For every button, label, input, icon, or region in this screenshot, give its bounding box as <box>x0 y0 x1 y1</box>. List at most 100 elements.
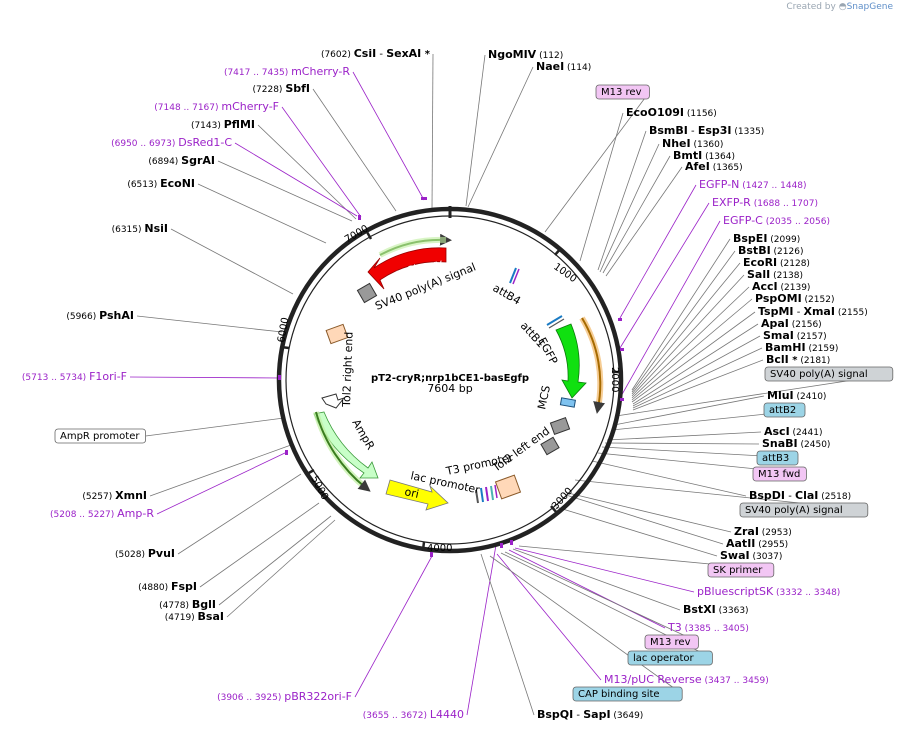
svg-text:SalI (2138): SalI (2138) <box>747 268 803 281</box>
leader-line <box>632 323 759 405</box>
leader-line <box>565 494 724 545</box>
leader-line <box>619 220 721 399</box>
map-label-t3[interactable]: T3 (3385 .. 3405) <box>667 621 749 634</box>
feature-box-m13-rev[interactable]: M13 rev <box>644 634 699 650</box>
map-label-tspmi[interactable]: TspMI - XmaI (2155) <box>758 305 868 318</box>
svg-text:NaeI (114): NaeI (114) <box>536 60 591 73</box>
feature-box-attb3[interactable]: attB3 <box>756 450 799 466</box>
leader-line <box>632 359 764 411</box>
svg-text:SV40 poly(A) signal: SV40 poly(A) signal <box>770 369 868 380</box>
map-label-egfp-n[interactable]: EGFP-N (1427 .. 1448) <box>699 178 807 191</box>
map-label-m13-puc-reverse[interactable]: M13/pUC Reverse (3437 .. 3459) <box>604 673 769 686</box>
map-label-f1ori-f[interactable]: (5713 .. 5734) F1ori-F <box>22 370 127 383</box>
leader-line <box>606 431 762 441</box>
map-label-sbfi[interactable]: (7228) SbfI <box>253 82 310 95</box>
map-label-bstbi[interactable]: BstBI (2126) <box>738 244 803 257</box>
svg-text:(7602) CsiI - SexAI *: (7602) CsiI - SexAI * <box>321 47 431 60</box>
feature-box-cap-binding-site[interactable]: CAP binding site <box>572 686 683 702</box>
map-label-egfp-c[interactable]: EGFP-C (2035 .. 2056) <box>723 214 830 227</box>
map-label-bamhi[interactable]: BamHI (2159) <box>765 341 838 354</box>
map-label-zrai[interactable]: ZraI (2953) <box>734 525 792 538</box>
map-label-bcli[interactable]: BclI * (2181) <box>766 353 830 366</box>
map-label-bspei[interactable]: BspEI (2099) <box>733 232 800 245</box>
map-label-nsii[interactable]: (6315) NsiI <box>112 222 168 235</box>
map-label-l4440[interactable]: (3655 .. 3672) L4440 <box>363 708 464 721</box>
svg-text:EcoO109I (1156): EcoO109I (1156) <box>626 106 717 119</box>
map-label-ngomiv[interactable]: NgoMIV (112) <box>488 48 563 61</box>
map-label-afei[interactable]: AfeI (1365) <box>685 160 743 173</box>
map-label-mlui[interactable]: MluI (2410) <box>767 389 826 402</box>
leader-line <box>619 184 697 319</box>
feature-box-lac-operator[interactable]: lac operator <box>627 650 713 666</box>
map-label-apai[interactable]: ApaI (2156) <box>761 317 822 330</box>
map-label-xmni[interactable]: (5257) XmnI <box>82 489 147 502</box>
map-label-bgli[interactable]: (4778) BglI <box>159 598 216 611</box>
ampr-promoter-arrow[interactable] <box>321 393 346 409</box>
svg-text:EXFP-R (1688 .. 1707): EXFP-R (1688 .. 1707) <box>712 196 818 209</box>
tick-label-7000: 7000 <box>343 223 371 245</box>
leader-line <box>597 130 647 271</box>
map-label-acci[interactable]: AccI (2139) <box>752 280 810 293</box>
leader-line <box>632 347 763 409</box>
map-label-mcherry-f[interactable]: (7148 .. 7167) mCherry-F <box>154 100 279 113</box>
feature-box-m13-fwd[interactable]: M13 fwd <box>752 466 807 482</box>
map-label-sgrai[interactable]: (6894) SgrAI <box>148 154 215 167</box>
svg-text:(5208 .. 5227) Amp-R: (5208 .. 5227) Amp-R <box>50 507 154 520</box>
feature-box-m13-rev[interactable]: M13 rev <box>595 84 650 100</box>
feature-box-sv40-poly-a-signal[interactable]: SV40 poly(A) signal <box>764 366 894 382</box>
leader-line <box>177 473 302 555</box>
feature-attb4[interactable]: attB4 <box>491 267 523 308</box>
tick-label-6000: 6000 <box>276 317 291 344</box>
map-label-asci[interactable]: AscI (2441) <box>764 425 822 438</box>
feature-box-ampr-promoter[interactable]: AmpR promoter <box>54 428 146 444</box>
feature-ori[interactable]: ori <box>385 479 449 511</box>
sv40-polya-top-box[interactable] <box>356 282 378 304</box>
map-label-fspi[interactable]: (4880) FspI <box>138 580 197 593</box>
map-label-sali[interactable]: SalI (2138) <box>747 268 803 281</box>
tick-label-4000: 4000 <box>427 543 452 554</box>
map-label-bsmbi[interactable]: BsmBI - Esp3I (1335) <box>649 124 764 137</box>
map-label-smai[interactable]: SmaI (2157) <box>763 329 827 342</box>
map-label-naei[interactable]: NaeI (114) <box>536 60 591 73</box>
map-label-dsred1-c[interactable]: (6950 .. 6973) DsRed1-C <box>111 136 232 149</box>
map-label-bspqi[interactable]: BspQI - SapI (3649) <box>537 708 643 721</box>
map-label-amp-r[interactable]: (5208 .. 5227) Amp-R <box>50 507 154 520</box>
map-label-mcherry-r[interactable]: (7417 .. 7435) mCherry-R <box>224 65 350 78</box>
svg-text:AscI (2441): AscI (2441) <box>764 425 822 438</box>
map-label-ecori[interactable]: EcoRI (2128) <box>743 256 810 269</box>
map-label-pspomi[interactable]: PspOMI (2152) <box>755 292 834 305</box>
map-label-econi[interactable]: (6513) EcoNI <box>127 177 195 190</box>
map-label-pshai[interactable]: (5966) PshAI <box>66 309 134 322</box>
svg-text:(7148 .. 7167) mCherry-F: (7148 .. 7167) mCherry-F <box>154 100 279 113</box>
map-label-bsai[interactable]: (4719) BsaI <box>165 610 224 623</box>
leader-line <box>567 492 732 533</box>
map-label-snabi[interactable]: SnaBI (2450) <box>762 437 830 450</box>
map-label-bstxi[interactable]: BstXI (3363) <box>683 603 749 616</box>
leader-line <box>465 54 486 207</box>
mcs-box[interactable] <box>559 397 576 408</box>
map-label-aatii[interactable]: AatII (2955) <box>726 537 788 550</box>
map-label-pflmi[interactable]: (7143) PflMI <box>191 118 255 131</box>
feature-label-mcs: MCS <box>535 384 553 410</box>
map-label-csii[interactable]: (7602) CsiI - SexAI * <box>321 47 431 60</box>
map-label-pbluescriptsk[interactable]: pBluescriptSK (3332 .. 3348) <box>697 585 840 598</box>
map-label-pbr322ori-f[interactable]: (3906 .. 3925) pBR322ori-F <box>217 690 352 703</box>
map-label-exfp-r[interactable]: EXFP-R (1688 .. 1707) <box>712 196 818 209</box>
leader-line <box>170 228 294 295</box>
feature-box-attb2[interactable]: attB2 <box>763 402 806 418</box>
svg-text:MluI (2410): MluI (2410) <box>767 389 826 402</box>
feature-box-sk-primer[interactable]: SK primer <box>707 562 775 578</box>
feature-box-sv40-poly-a-signal[interactable]: SV40 poly(A) signal <box>739 502 869 518</box>
map-label-bmti[interactable]: BmtI (1364) <box>673 149 735 162</box>
svg-text:(3655 .. 3672) L4440: (3655 .. 3672) L4440 <box>363 708 464 721</box>
svg-text:SV40 poly(A) signal: SV40 poly(A) signal <box>745 505 843 516</box>
svg-text:BspEI (2099): BspEI (2099) <box>733 232 800 245</box>
map-label-pvui[interactable]: (5028) PvuI <box>115 547 175 560</box>
map-label-nhei[interactable]: NheI (1360) <box>662 137 723 150</box>
svg-text:TspMI - XmaI (2155): TspMI - XmaI (2155) <box>758 305 868 318</box>
map-label-ecoo109i[interactable]: EcoO109I (1156) <box>626 106 717 119</box>
tol2-right-end-box[interactable] <box>325 323 349 345</box>
map-label-swai[interactable]: SwaI (3037) <box>720 549 782 562</box>
map-label-bspdi[interactable]: BspDI - ClaI (2518) <box>749 489 851 502</box>
leader-line <box>632 335 761 407</box>
